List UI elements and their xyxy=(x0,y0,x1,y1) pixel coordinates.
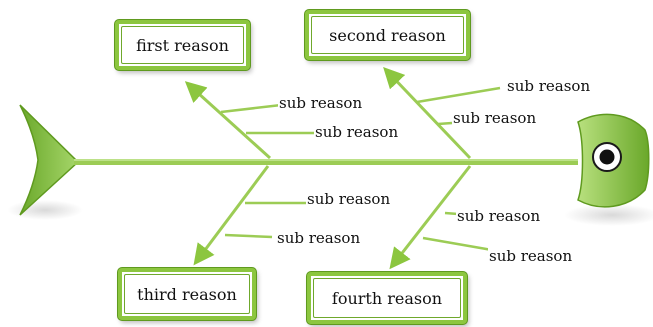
first-reason-sub-1: sub reason xyxy=(278,94,364,112)
second-reason-box: second reason xyxy=(305,10,470,60)
second-reason-sub-2: sub reason xyxy=(452,109,538,127)
bone-third-reason xyxy=(193,165,270,266)
bone-second-reason xyxy=(383,66,472,160)
first-reason-box: first reason xyxy=(115,20,250,70)
fourth-reason-box: fourth reason xyxy=(307,272,467,324)
third-reason-label: third reason xyxy=(137,284,237,304)
second-reason-label: second reason xyxy=(329,25,446,45)
third-reason-sub-1: sub reason xyxy=(306,190,392,208)
bone-first-reason xyxy=(184,81,272,160)
first-reason-sub-2: sub reason xyxy=(314,123,400,141)
third-reason-sub-2: sub reason xyxy=(276,229,362,247)
third-reason-box: third reason xyxy=(118,268,256,320)
fourth-reason-label: fourth reason xyxy=(331,288,443,308)
fourth-reason-sub-2: sub reason xyxy=(488,247,574,265)
second-reason-sub-1: sub reason xyxy=(506,77,592,95)
fourth-reason-sub-1: sub reason xyxy=(456,207,542,225)
bone-fourth-reason xyxy=(389,165,472,270)
first-reason-label: first reason xyxy=(136,35,229,55)
fish-tail xyxy=(19,104,80,216)
